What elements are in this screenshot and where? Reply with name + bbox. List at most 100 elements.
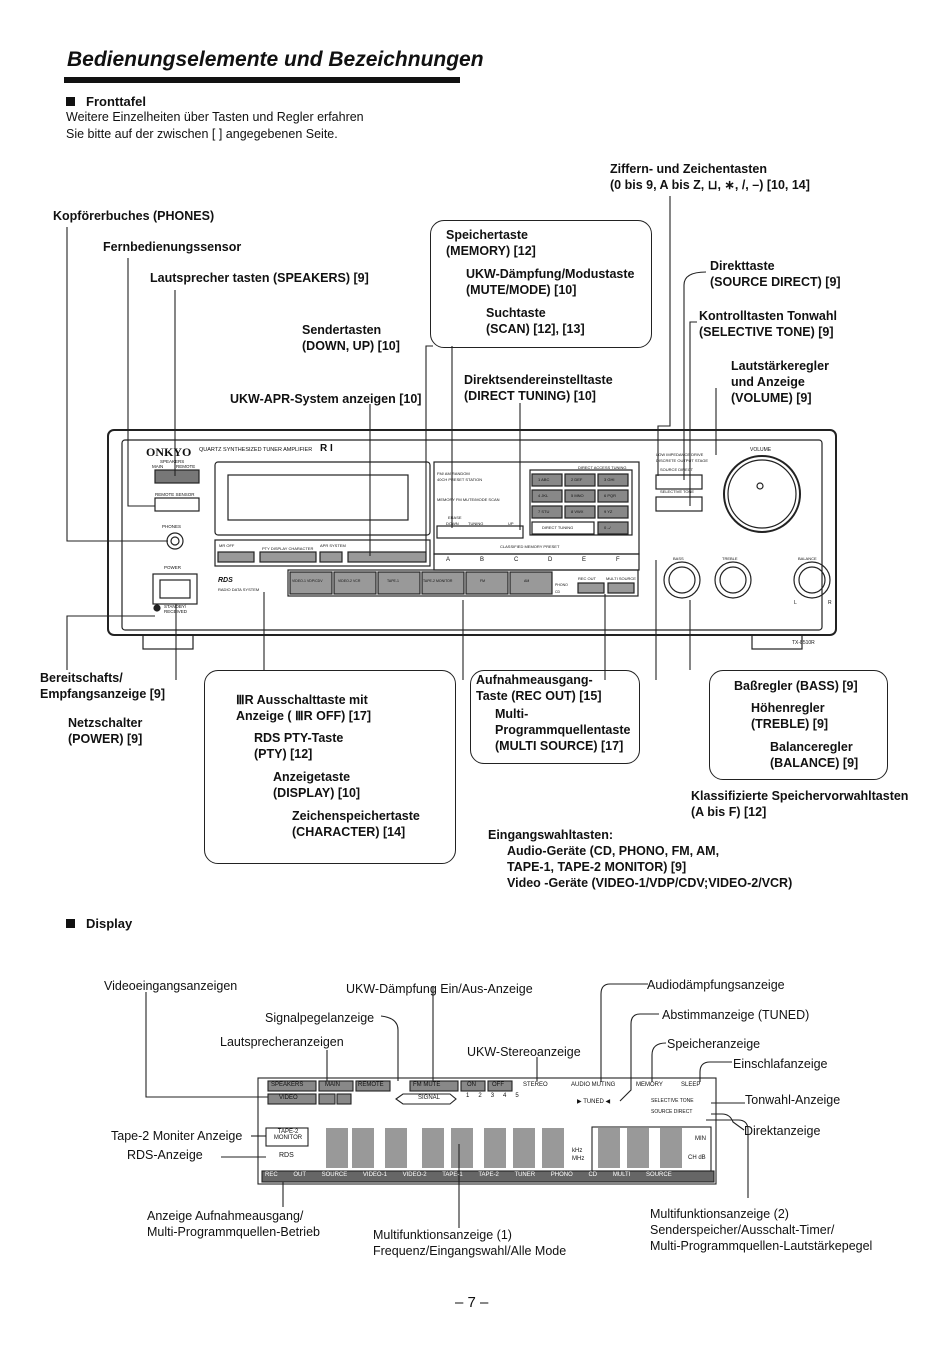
keypad-key[interactable]: 6 PQR bbox=[604, 493, 617, 498]
panel-classified: CLASSIFIED MEMORY PRESET bbox=[500, 544, 560, 549]
label-direct-tuning: Direktsendereinstelltaste(DIRECT TUNING)… bbox=[464, 373, 613, 403]
panel-l: L bbox=[794, 600, 797, 606]
panel-bass: BASS bbox=[673, 556, 684, 561]
label-power: Netzschalter(POWER) [9] bbox=[68, 716, 143, 746]
label-character: Zeichenspeichertaste(CHARACTER) [14] bbox=[292, 809, 420, 839]
input-key[interactable]: CD bbox=[555, 590, 561, 594]
label-mute: UKW-Dämpfung/Modustaste(MUTE/MODE) [10] bbox=[466, 267, 635, 297]
memory-group-box bbox=[430, 220, 652, 348]
keypad-key[interactable]: 8 VWX bbox=[571, 509, 584, 514]
dlabel-mute: UKW-Dämpfung Ein/Aus-Anzeige bbox=[346, 982, 533, 996]
label-apr: UKW-APR-System anzeigen [10] bbox=[230, 392, 422, 406]
dlabel-speakers: Lautsprecheranzeigen bbox=[220, 1035, 344, 1049]
lcd-mhz: MHz bbox=[572, 1156, 585, 1162]
lcd-audio-muting: AUDIO MUTING bbox=[571, 1082, 616, 1088]
panel-main: MAIN bbox=[152, 464, 164, 469]
panel-up: UP bbox=[508, 521, 514, 526]
rec-out-group-box bbox=[470, 670, 640, 764]
lcd-stereo: STEREO bbox=[523, 1082, 548, 1088]
lcd-tuned: ▶ TUNED ◀ bbox=[577, 1099, 611, 1105]
preset-key[interactable]: C bbox=[514, 557, 519, 563]
lcd-video: VIDEO bbox=[279, 1095, 298, 1101]
lcd-on: ON bbox=[467, 1082, 476, 1088]
panel-memory-row: MEMORY FM MUTE/MODE SCAN bbox=[437, 497, 500, 502]
keypad-key[interactable]: 5 MNO bbox=[571, 493, 584, 498]
label-speakers: Lautsprecher tasten (SPEAKERS) [9] bbox=[150, 271, 369, 285]
panel-r: R bbox=[828, 600, 832, 606]
label-source-direct: Direkttaste(SOURCE DIRECT) [9] bbox=[710, 259, 841, 289]
preset-key[interactable]: E bbox=[582, 557, 587, 563]
input-key[interactable]: VIDEO-1 VDP/CDV bbox=[292, 579, 323, 583]
label-input: Eingangswahltasten: Audio-Geräte (CD, PH… bbox=[488, 828, 793, 890]
lcd-fm-mute: FM MUTE bbox=[413, 1082, 441, 1088]
panel-preset-station: 40CH PRESET STATION bbox=[437, 477, 483, 482]
keypad-key[interactable]: 1 ABC bbox=[538, 477, 550, 482]
panel-phones: PHONES bbox=[162, 524, 182, 529]
preset-key[interactable]: F bbox=[616, 557, 620, 563]
input-key[interactable]: FM bbox=[480, 579, 486, 583]
dlabel-tone: Tonwahl-Anzeige bbox=[745, 1093, 841, 1107]
display-diagram bbox=[145, 983, 749, 1228]
title-rule bbox=[64, 77, 460, 83]
lcd-min: MIN bbox=[695, 1136, 706, 1142]
panel-mr-off: MR OFF bbox=[219, 543, 235, 548]
label-phones: Kopförerbuches (PHONES) bbox=[53, 209, 215, 223]
lcd-khz: kHz bbox=[572, 1148, 583, 1154]
brand-logo: ONKYO bbox=[146, 445, 192, 459]
dlabel-rds: RDS-Anzeige bbox=[127, 1148, 203, 1162]
label-balance: Balanceregler(BALANCE) [9] bbox=[770, 740, 859, 770]
panel-model: TX-8510R bbox=[792, 640, 815, 646]
preset-key[interactable]: A bbox=[446, 557, 451, 563]
lcd-signal: SIGNAL bbox=[418, 1095, 441, 1101]
panel-tuning: TUNING bbox=[468, 521, 484, 526]
label-selective-tone: Kontrolltasten Tonwahl(SELECTIVE TONE) [… bbox=[699, 309, 837, 339]
label-ziffern: Ziffern- und Zeichentasten(0 bis 9, A bi… bbox=[610, 162, 810, 192]
label-bass: Baßregler (BASS) [9] bbox=[734, 679, 858, 693]
lcd-levels: 12345 bbox=[466, 1093, 528, 1099]
preset-key[interactable]: D bbox=[548, 557, 553, 563]
page-number: – 7 – bbox=[455, 1294, 489, 1311]
panel-remote: REMOTE bbox=[176, 464, 196, 469]
panel-power: POWER bbox=[164, 565, 182, 570]
keypad-key[interactable]: 0 –/ bbox=[604, 525, 611, 530]
dlabel-video-in: Videoeingangsanzeigen bbox=[104, 979, 238, 993]
label-treble: Höhenregler(TREBLE) [9] bbox=[751, 701, 829, 731]
input-key[interactable]: TAPE-1 bbox=[387, 579, 399, 583]
input-key[interactable]: PHONO bbox=[555, 583, 568, 587]
keypad-key[interactable]: 9 YZ bbox=[604, 509, 613, 514]
panel-apr: APR SYSTEM bbox=[320, 543, 346, 548]
dlabel-rec-out: Anzeige Aufnahmeausgang/Multi-Programmqu… bbox=[147, 1209, 320, 1239]
panel-multi-source: MULTI SOURCE bbox=[606, 576, 636, 581]
front-panel-diagram bbox=[66, 196, 837, 680]
tone-group-box bbox=[709, 670, 888, 780]
panel-direct-access: DIRECT ACCESS TUNING bbox=[578, 465, 627, 470]
lcd-source-direct: SOURCE DIRECT bbox=[651, 1109, 693, 1115]
input-key[interactable]: VIDEO-2 VCR bbox=[338, 579, 361, 583]
panel-selective-tone: SELECTIVE TONE bbox=[660, 489, 695, 494]
panel-standby: STANDBY/ RECEIVED bbox=[164, 604, 188, 614]
keypad-key[interactable]: 7 STU bbox=[538, 509, 550, 514]
page-title: Bedienungselemente und Bezeichnungen bbox=[67, 48, 484, 71]
section-heading-front: Fronttafel bbox=[66, 94, 146, 109]
dlabel-audio-mute: Audiodämpfungsanzeige bbox=[647, 978, 785, 992]
lcd-remote: REMOTE bbox=[358, 1082, 384, 1088]
label-sensor: Fernbedienungssensor bbox=[103, 240, 242, 254]
panel-fm-am-random: FM/ AM RANDOM bbox=[437, 471, 470, 476]
label-pty: RDS PTY-Taste(PTY) [12] bbox=[254, 731, 344, 761]
panel-model-badge: R I bbox=[320, 443, 333, 454]
panel-erase: ERASE bbox=[448, 515, 462, 520]
label-sender: Sendertasten(DOWN, UP) [10] bbox=[302, 323, 400, 353]
label-standby: Bereitschafts/Empfangsanzeige [9] bbox=[40, 671, 166, 701]
input-key[interactable]: AM bbox=[524, 579, 530, 583]
keypad-key[interactable]: 4 JKL bbox=[538, 493, 549, 498]
panel-rds-row: PTY DISPLAY CHARACTER bbox=[262, 546, 314, 551]
panel-down: DOWN bbox=[446, 521, 459, 526]
input-key[interactable]: TAPE-2 MONITOR bbox=[423, 579, 453, 583]
keypad-key[interactable]: 2 DEF bbox=[571, 477, 583, 482]
lcd-speakers: SPEAKERS bbox=[271, 1082, 304, 1088]
keypad-key[interactable]: 3 GHI bbox=[604, 477, 615, 482]
preset-key[interactable]: B bbox=[480, 557, 485, 563]
panel-direct-tuning: DIRECT TUNING bbox=[542, 525, 574, 530]
